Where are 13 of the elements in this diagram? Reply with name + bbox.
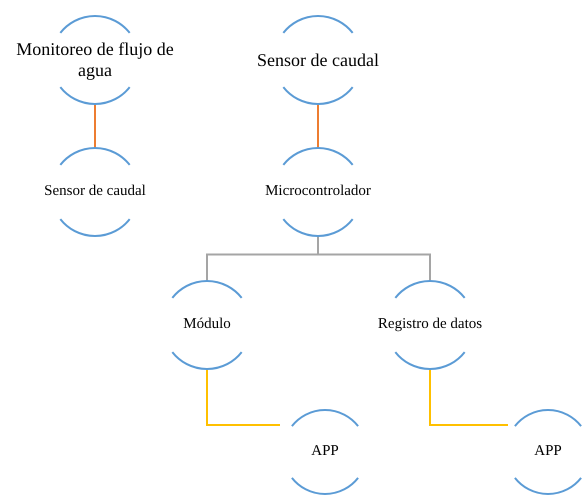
connector-line [317, 104, 319, 148]
node-label: Sensor de caudal [257, 50, 379, 70]
node-label: Monitoreo de flujo de agua [15, 39, 175, 81]
node-label: Sensor de caudal [44, 183, 146, 201]
node-label: APP [311, 443, 339, 461]
connector-line [317, 236, 431, 281]
connector-line [206, 369, 280, 426]
node-label: Módulo [183, 316, 231, 334]
node-label: APP [534, 443, 562, 461]
node-label: Registro de datos [378, 316, 482, 334]
connector-line [429, 369, 508, 426]
connector-line [94, 104, 96, 148]
node-label: Microcontrolador [265, 183, 371, 201]
